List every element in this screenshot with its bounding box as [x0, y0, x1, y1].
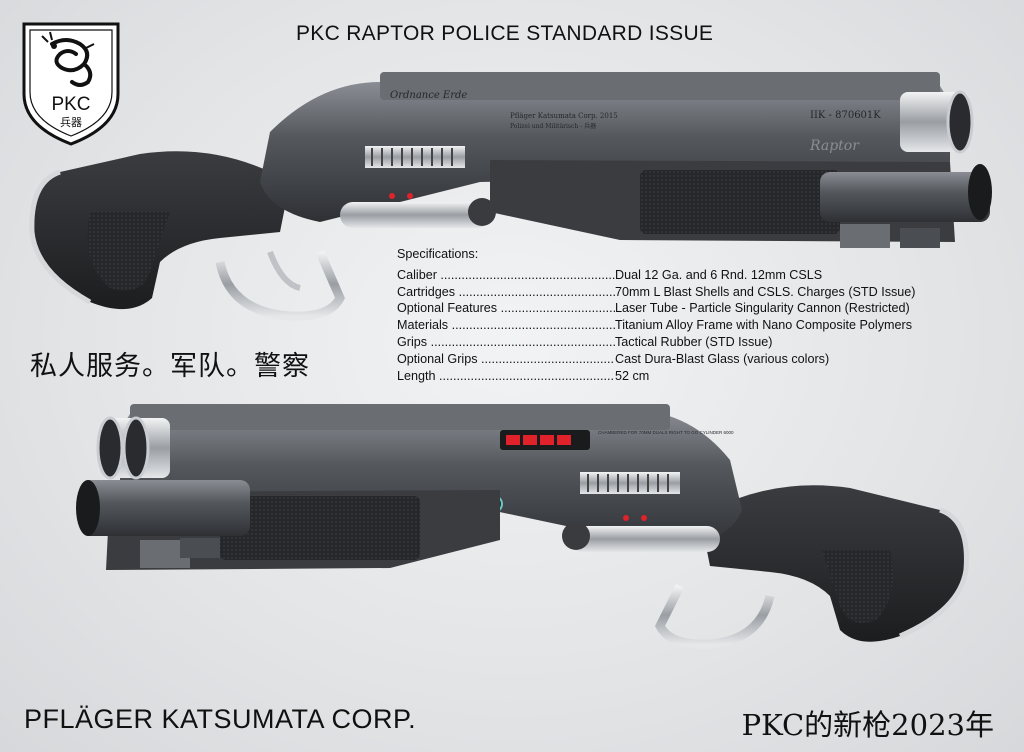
spec-key: Grips ..................................… [397, 334, 615, 349]
spec-key: Optional Grips .........................… [397, 351, 615, 366]
svg-text:Raptor: Raptor [809, 138, 860, 154]
spec-key: Cartridges .............................… [397, 284, 615, 299]
svg-text:PKC: PKC [51, 94, 90, 115]
svg-text:兵器: 兵器 [60, 116, 82, 129]
chinese-tagline: 私人服务。军队。警察 [30, 351, 310, 382]
dragon-emblem-icon: PKC 兵器 [22, 22, 120, 146]
svg-text:Polizei und Militärisch - 兵器: Polizei und Militärisch - 兵器 [510, 122, 596, 130]
spec-value: 52 cm [615, 368, 650, 383]
top-rail [380, 72, 940, 100]
receiver [260, 82, 950, 222]
svg-text:CHAMBERED FOR 70MM DUALS RIGHT: CHAMBERED FOR 70MM DUALS RIGHT TO GO CYL… [598, 430, 734, 435]
spec-row: Materials ..............................… [397, 317, 916, 334]
chinese-year-caption: PKC的新枪2023年 [741, 708, 994, 742]
svg-text:Pfläger Katsumata Corp. 2015: Pfläger Katsumata Corp. 2015 [510, 112, 618, 120]
spec-value: Titanium Alloy Frame with Nano Composite… [615, 318, 912, 333]
svg-text:Ordnance Erde: Ordnance Erde [390, 90, 467, 101]
spec-row: Optional Grips .........................… [397, 351, 916, 368]
spec-row: Optional Features ......................… [397, 300, 916, 317]
svg-text:IIK - 870601K: IIK - 870601K [810, 110, 881, 121]
corporation-name: PFLÄGER KATSUMATA CORP. [24, 704, 417, 734]
spec-row: Cartridges .............................… [397, 284, 916, 301]
spec-key: Caliber ................................… [397, 267, 615, 282]
spec-key: Materials ..............................… [397, 318, 615, 333]
spec-value: Tactical Rubber (STD Issue) [615, 334, 773, 349]
spec-value: Laser Tube - Particle Singularity Cannon… [615, 301, 910, 316]
forend-grip [640, 170, 840, 234]
laser-tube [570, 526, 720, 552]
page-title: PKC RAPTOR POLICE STANDARD ISSUE [296, 22, 714, 45]
specifications-heading: Specifications: [397, 247, 479, 261]
specifications-panel: Specifications: Caliber ................… [397, 246, 916, 384]
spec-row: Length .................................… [397, 368, 916, 385]
spec-row: Grips ..................................… [397, 334, 916, 351]
spec-value: Cast Dura-Blast Glass (various colors) [615, 351, 830, 366]
spec-row: Caliber ................................… [397, 267, 916, 284]
pkc-logo: PKC 兵器 [22, 22, 120, 146]
spec-key: Optional Features ......................… [397, 301, 615, 316]
spec-value: Dual 12 Ga. and 6 Rnd. 12mm CSLS [615, 267, 823, 282]
laser-tube [340, 202, 490, 228]
spec-key: Length .................................… [397, 368, 615, 383]
forend-grip [220, 496, 420, 560]
top-rail [130, 404, 670, 430]
spec-value: 70mm L Blast Shells and CSLS. Charges (S… [615, 284, 916, 299]
shotgun-top-illustration: Ordnance Erde Pfläger Katsumata Corp. 20… [29, 72, 992, 321]
shotgun-bottom-illustration: CHAMBERED FOR 70MM DUALS RIGHT TO GO CYL… [76, 404, 969, 649]
